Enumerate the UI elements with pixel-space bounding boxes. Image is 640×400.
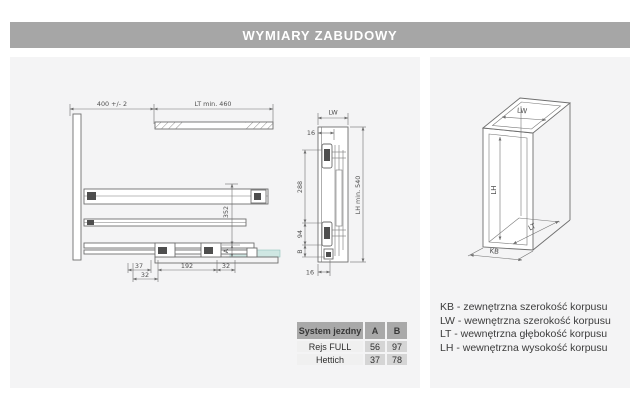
table-row-b: 97 [387, 341, 407, 352]
dim-37-label: 37 [135, 262, 143, 270]
legend-line-lw: LW - wewnętrzna szerokość korpusu [440, 314, 611, 327]
legend-line-lh: LH - wewnętrzna wysokość korpusu [440, 341, 608, 354]
rear-view-drawing: LW 16 288 94 B LH min. 540 16 [296, 109, 366, 277]
side-view-top-dimensions: 400 +/- 2 LT min. 460 [69, 100, 274, 124]
rear-view-structure [317, 126, 349, 263]
dim-16-top-label: 16 [307, 129, 315, 137]
table-header-b: B [387, 322, 407, 339]
cabinet-isometric-drawing: LW LH LT KB [467, 97, 572, 262]
dim-b-label: B [296, 249, 304, 253]
cab-lw-label: LW [517, 107, 528, 116]
table-header-system: System jezdny [297, 322, 363, 339]
cabinet-isometric-svg: LW LH LT KB [467, 97, 572, 262]
cabinet-outline [481, 97, 572, 251]
pullout-mechanism [83, 188, 269, 258]
cab-lh-label: LH [490, 185, 498, 194]
table-header-a: A [365, 322, 385, 339]
dim-a-label: A [222, 248, 230, 253]
page-title-bar: WYMIARY ZABUDOWY [10, 22, 630, 48]
dim-400-label: 400 +/- 2 [97, 100, 127, 108]
dim-32-right-label: 32 [222, 262, 230, 270]
page-title: WYMIARY ZABUDOWY [242, 27, 398, 43]
dim-288-label: 288 [296, 181, 304, 193]
side-view-structure [72, 113, 281, 264]
dimension-legend: KB - zewnętrzna szerokość korpusu LW - w… [440, 301, 611, 355]
table-row-system: Hettich [297, 354, 363, 365]
rear-view-dimensions: LW 16 288 94 B LH min. 540 16 [296, 109, 366, 277]
legend-line-lt: LT - wewnętrzna głębokość korpusu [440, 328, 608, 341]
side-view-height-dimensions: 352 A [222, 183, 240, 258]
legend-line-kb: KB - zewnętrzna szerokość korpusu [440, 301, 608, 313]
side-view-bottom-dimensions: 37 192 32 32 [127, 260, 236, 282]
dim-192-label: 192 [181, 262, 193, 270]
side-view-drawing: 400 +/- 2 LT min. 460 352 A 37 192 [69, 100, 281, 282]
dim-lh-min-540-label: LH min. 540 [354, 176, 362, 215]
dim-lt-min-460-label: LT min. 460 [195, 100, 232, 108]
running-system-table: System jezdny A B Rejs FULL 56 97 Hettic… [297, 322, 407, 365]
technical-drawings-svg: 400 +/- 2 LT min. 460 352 A 37 192 [69, 100, 366, 282]
dim-16-bottom-label: 16 [306, 269, 314, 277]
table-row-a: 56 [365, 341, 385, 352]
cabinet-dimensions: LW LH LT KB [467, 107, 560, 262]
table-row-a: 37 [365, 354, 385, 365]
dim-94-label: 94 [296, 230, 304, 238]
table-row-system: Rejs FULL [297, 341, 363, 352]
cab-kb-label: KB [489, 247, 499, 256]
dim-352-label: 352 [222, 206, 230, 218]
dim-lw-label: LW [328, 109, 338, 117]
table-row-b: 78 [387, 354, 407, 365]
dim-32-left-label: 32 [141, 271, 149, 279]
cab-lt-label: LT [527, 222, 538, 233]
